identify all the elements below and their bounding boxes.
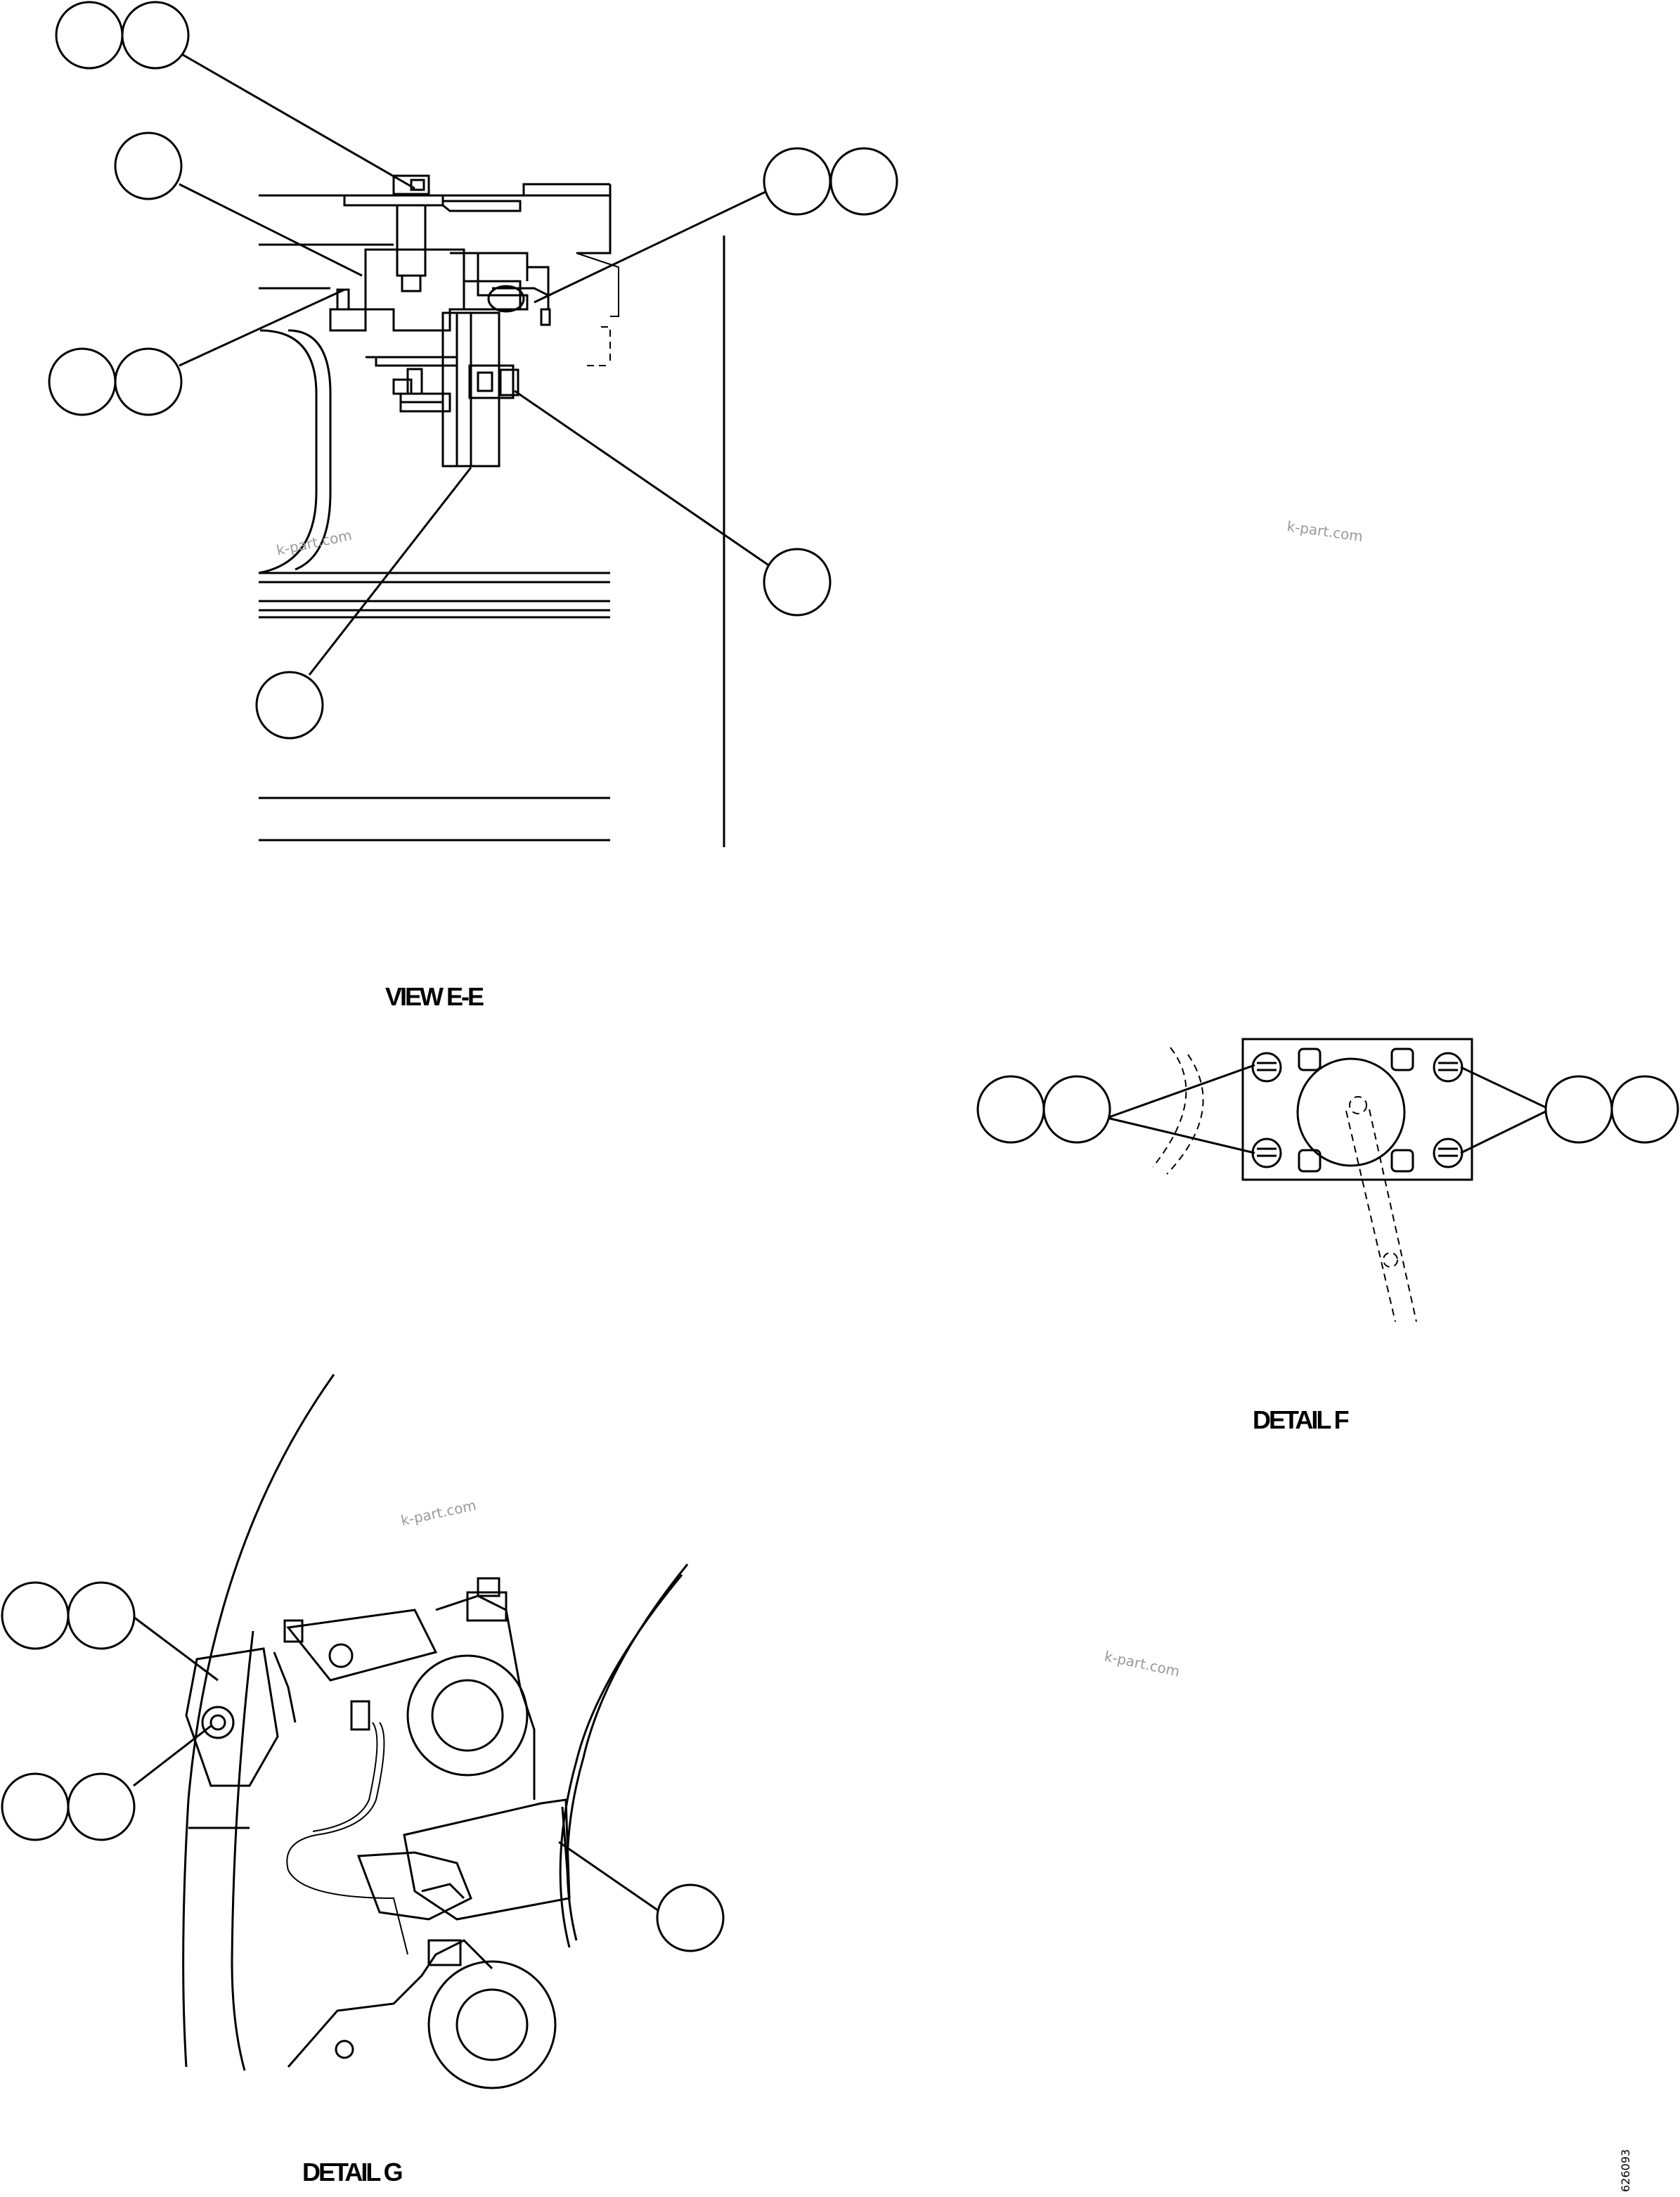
callout-bubble[interactable] — [1544, 1075, 1613, 1144]
callout-bubble[interactable] — [255, 671, 324, 740]
detail-g: DETAIL G k-part.com — [1, 1374, 725, 2186]
callout-bubble[interactable] — [763, 548, 832, 617]
callout-bubble[interactable] — [67, 1772, 136, 1841]
callout-bubble[interactable] — [656, 1883, 725, 1952]
callout-bubble[interactable] — [763, 147, 832, 216]
callout-bubble[interactable] — [121, 1, 190, 70]
callout-bubble[interactable] — [114, 347, 183, 416]
detail-g-caption: DETAIL G — [302, 2158, 402, 2186]
view-e-e: VIEW E-E k-part.com — [48, 1, 898, 1011]
callout-bubble[interactable] — [1610, 1075, 1679, 1144]
callout-bubble[interactable] — [1, 1581, 70, 1650]
callout-bubble[interactable] — [976, 1075, 1045, 1144]
callout-bubble[interactable] — [829, 147, 898, 216]
detail-f: DETAIL F — [976, 1038, 1679, 1434]
detail-f-caption: DETAIL F — [1253, 1405, 1349, 1434]
watermark: k-part.com — [399, 1497, 478, 1529]
callout-bubble[interactable] — [114, 131, 183, 200]
callout-bubble[interactable] — [67, 1581, 136, 1650]
callout-bubble[interactable] — [1042, 1075, 1111, 1144]
callout-bubble[interactable] — [48, 347, 117, 416]
watermark: k-part.com — [1103, 1647, 1182, 1680]
callout-bubble[interactable] — [55, 1, 124, 70]
reference-code: 626093 — [1619, 2149, 1632, 2192]
watermark: k-part.com — [1286, 517, 1364, 545]
view-e-caption: VIEW E-E — [385, 982, 484, 1011]
callout-bubble[interactable] — [1, 1772, 70, 1841]
